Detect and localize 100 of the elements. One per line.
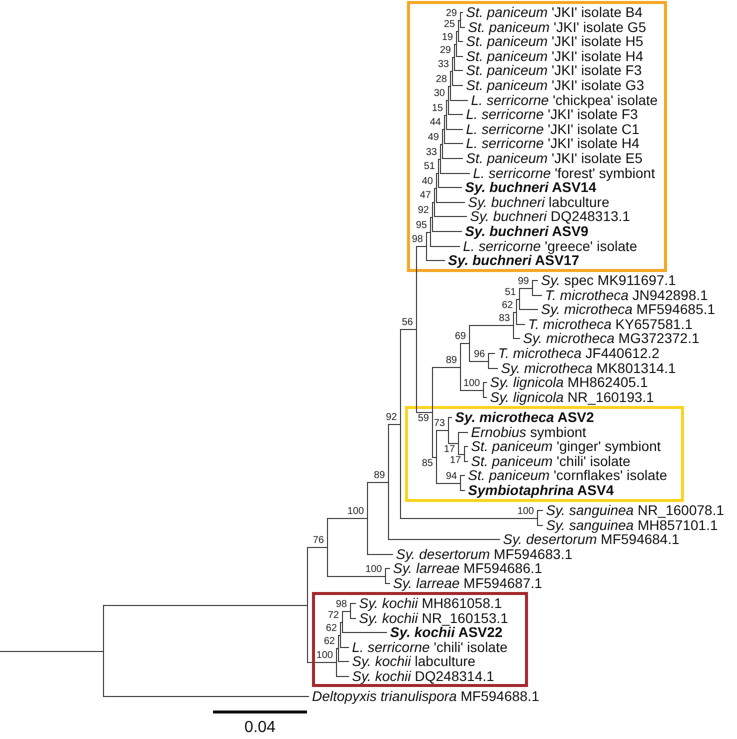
branch-line — [342, 611, 350, 612]
branch-line — [450, 100, 468, 101]
branch-line — [488, 353, 496, 354]
branch-line — [426, 260, 446, 261]
branch-line — [484, 397, 488, 398]
bootstrap-value: 17 — [444, 445, 455, 456]
bootstrap-value: 19 — [442, 33, 453, 44]
branch-line — [514, 312, 516, 313]
bootstrap-value: 33 — [438, 60, 449, 70]
bootstrap-value: 94 — [446, 472, 457, 482]
taxon-label: St. paniceum 'JKI' isolate H4 — [463, 49, 644, 64]
bootstrap-value: 29 — [446, 9, 457, 20]
branch-line — [436, 202, 466, 203]
branch-line — [432, 457, 436, 458]
taxon-label: Deltopyxis trianulispora MF594688.1 — [309, 689, 540, 704]
branch-line — [448, 443, 458, 444]
bootstrap-value: 62 — [502, 301, 513, 312]
bootstrap-value: 44 — [430, 118, 441, 128]
taxon-label: Sy. microtheca MF594685.1 — [538, 302, 716, 317]
taxon-label: Sy. buchneri ASV9 — [462, 224, 588, 239]
bootstrap-value: 28 — [436, 75, 447, 86]
taxon-label: Sy. desertorum MF594683.1 — [393, 547, 572, 562]
bootstrap-value: 100 — [316, 651, 333, 662]
branch-line — [434, 216, 468, 217]
taxon-label: St. paniceum 'JKI' isolate F3 — [463, 63, 642, 78]
branch-line — [516, 299, 520, 300]
taxon-label: Sy. lignicola MH862405.1 — [487, 375, 648, 390]
taxon-label: St. paniceum 'JKI' isolate G3 — [463, 78, 644, 93]
branch-line — [452, 85, 464, 86]
bootstrap-value: 25 — [444, 20, 455, 30]
taxon-label: Sy. sanguinea MH857101.1 — [543, 518, 718, 533]
taxon-label: L. serricorne 'forest' symbiont — [470, 166, 655, 181]
bootstrap-value: 98 — [412, 235, 423, 246]
taxon-label: St. paniceum 'JKI' isolate H5 — [463, 34, 644, 49]
branch-line — [464, 446, 468, 447]
branch-line — [532, 280, 538, 281]
bootstrap-value: 100 — [347, 507, 364, 518]
taxon-label: Sy. kochii MH861058.1 — [356, 596, 502, 611]
branch-line — [470, 325, 514, 326]
bootstrap-value: 47 — [420, 191, 431, 202]
bootstrap-value: 30 — [434, 89, 445, 100]
branch-line — [514, 338, 520, 339]
bootstrap-value: 51 — [504, 288, 516, 298]
branch-line — [442, 158, 464, 159]
branch-line — [430, 246, 460, 247]
branch-line — [538, 525, 544, 526]
taxon-label: Sy. microtheca ASV2 — [452, 410, 594, 425]
taxon-label: Sy. kochii DQ248314.1 — [349, 669, 494, 684]
branch-line — [400, 329, 416, 330]
branch-line — [520, 309, 538, 310]
bootstrap-value: 62 — [324, 637, 335, 648]
branch-line — [350, 618, 356, 619]
branch-line — [386, 583, 390, 584]
taxon-label: Sy. buchneri labculture — [465, 195, 610, 210]
branch-line — [448, 417, 452, 418]
taxon-label: Sy. larreae MF594687.1 — [390, 576, 542, 591]
branch-line — [436, 430, 448, 431]
bootstrap-value: 95 — [416, 221, 427, 232]
bootstrap-value: 89 — [446, 356, 457, 366]
branch-line — [440, 173, 470, 174]
branch-line — [488, 368, 498, 369]
taxon-label: St. paniceum 'chili' isolate — [468, 454, 630, 469]
bootstrap-value: 73 — [434, 419, 445, 430]
branch-line — [444, 143, 464, 144]
branch-line — [340, 647, 350, 648]
branch-line — [432, 231, 462, 232]
branch-line — [104, 605, 308, 606]
bootstrap-value: 99 — [518, 277, 529, 288]
taxon-label: L. serricorne 'JKI' isolate H4 — [463, 136, 640, 151]
branch-line — [342, 632, 388, 633]
clade-box — [407, 1, 667, 272]
bootstrap-value: 85 — [422, 459, 433, 470]
bootstrap-value: 72 — [328, 611, 339, 622]
bootstrap-value: 89 — [374, 471, 385, 482]
branch-line — [454, 70, 464, 71]
taxon-label: Sy. spec MK911697.1 — [538, 273, 676, 288]
bootstrap-value: 76 — [312, 536, 324, 546]
taxon-label: Sy. microtheca MK801314.1 — [498, 361, 676, 376]
branch-line — [460, 12, 464, 13]
branch-line — [388, 539, 500, 540]
branch-line — [464, 461, 468, 462]
taxon-label: L. serricorne 'chickpea' isolate — [468, 93, 658, 108]
taxon-label: L. serricorne 'greece' isolate — [460, 239, 638, 254]
branch-line — [432, 367, 460, 368]
branch-line — [436, 483, 460, 484]
taxon-label: St. paniceum 'ginger' symbiont — [468, 439, 661, 454]
branch-line — [308, 662, 336, 663]
branch-line — [538, 510, 544, 511]
branch-line — [438, 187, 462, 188]
taxon-label: L. serricorne 'chili' isolate — [349, 640, 508, 655]
taxon-label: T. microtheca JF440612.2 — [495, 346, 660, 361]
branch-line — [416, 412, 432, 413]
bootstrap-value: 69 — [454, 332, 466, 342]
taxon-label: Sy. desertorum MF594684.1 — [500, 532, 680, 547]
branch-line — [532, 295, 542, 296]
taxon-label: L. serricorne 'JKI' isolate C1 — [463, 122, 640, 137]
bootstrap-value: 92 — [386, 413, 397, 424]
branch-line — [520, 288, 532, 289]
taxon-label: Sy. kochii NR_160153.1 — [356, 611, 508, 626]
taxon-label: T. microtheca JN942898.1 — [542, 288, 708, 303]
